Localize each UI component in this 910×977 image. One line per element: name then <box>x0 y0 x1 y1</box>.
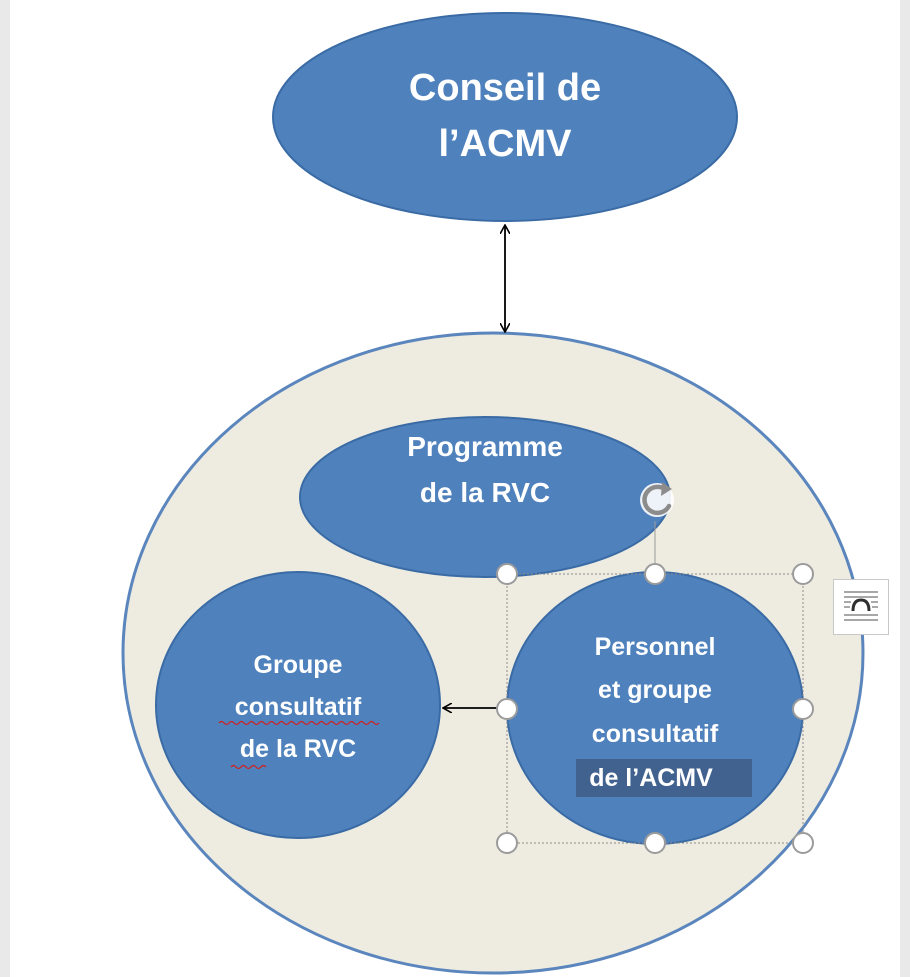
staff-group-line1: Personnel <box>595 633 716 661</box>
layout-options-icon <box>844 591 878 621</box>
staff-group-node[interactable]: Personnel et groupe consultatif de l’ACM… <box>506 571 804 845</box>
program-label-line2: de la RVC <box>420 477 550 508</box>
program-node[interactable]: Programme de la RVC <box>299 416 671 578</box>
resize-handles <box>496 563 814 854</box>
council-label-line2: l’ACMV <box>439 123 573 165</box>
rotate-handle-icon[interactable] <box>640 482 674 517</box>
advisory-group-rvc-line3: de la RVC <box>240 735 356 763</box>
program-label-line1: Programme <box>407 431 563 462</box>
staff-group-line4: de l’ACMV <box>589 764 713 792</box>
resize-handle-bottom-right[interactable] <box>792 832 814 854</box>
spellcheck-underline <box>230 764 267 770</box>
advisory-group-rvc-node[interactable]: Groupe consultatif de la RVC <box>155 571 441 839</box>
advisory-group-rvc-line2: consultatif <box>235 693 362 721</box>
resize-handle-top-right[interactable] <box>792 563 814 585</box>
council-label-line1: Conseil de <box>409 67 601 109</box>
resize-handle-bottom-left[interactable] <box>496 832 518 854</box>
resize-handle-top-left[interactable] <box>496 563 518 585</box>
council-node[interactable]: Conseil de l’ACMV <box>272 12 738 222</box>
advisory-group-rvc-line1: Groupe <box>254 651 343 679</box>
resize-handle-right[interactable] <box>792 698 814 720</box>
layout-options-button[interactable] <box>833 579 889 635</box>
spellcheck-underline <box>218 720 380 726</box>
resize-handle-left[interactable] <box>496 698 518 720</box>
resize-handle-top[interactable] <box>644 563 666 585</box>
staff-group-line2: et groupe <box>598 676 712 704</box>
resize-handle-bottom[interactable] <box>644 832 666 854</box>
text-selection-highlight <box>576 759 752 797</box>
staff-group-line3: consultatif <box>592 720 719 748</box>
